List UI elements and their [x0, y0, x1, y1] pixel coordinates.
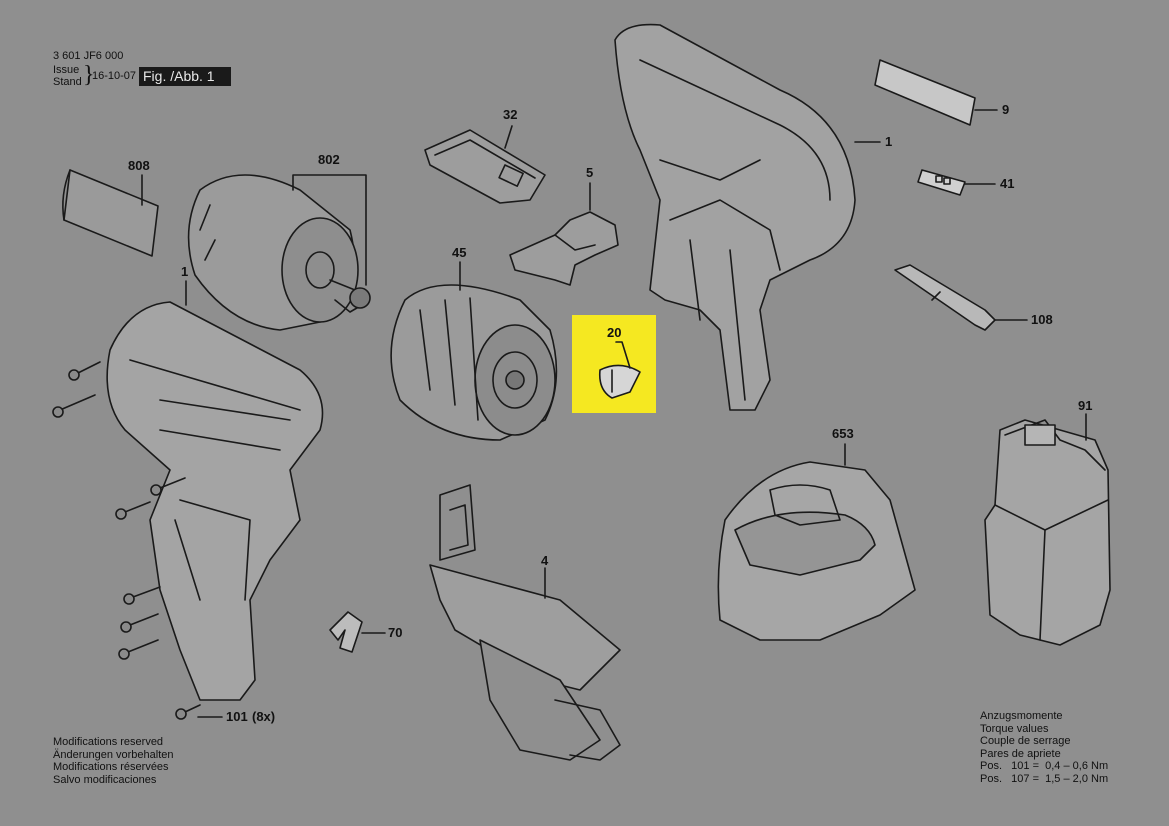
note-line: Modifications réservées [53, 761, 169, 773]
part-9-label: 9 [1002, 102, 1010, 117]
torque-pos-101: Pos. 101 = 0,4 – 0,6 Nm [980, 760, 1109, 772]
stand-label: Stand [53, 76, 82, 88]
torque-pos-107: Pos. 107 = 1,5 – 2,0 Nm [980, 772, 1109, 785]
label-sheet-808 [62, 169, 159, 257]
battery-91 [984, 413, 1111, 646]
part-32-label: 32 [503, 107, 518, 122]
torque-line: Couple de serrage [980, 735, 1071, 747]
part-41-label: 41 [1000, 176, 1015, 191]
torque-line: Pares de apriete [980, 747, 1061, 760]
note-line: Salvo modificaciones [53, 773, 157, 786]
label-41 [917, 169, 996, 196]
note-line: Änderungen vorbehalten [53, 748, 174, 761]
electronic-module-4 [429, 484, 621, 761]
screwdriver-bit-108 [894, 264, 1028, 331]
switch-32 [424, 125, 546, 204]
part-1-right-label: 1 [885, 134, 893, 149]
issue-date: 16-10-07 [92, 70, 137, 82]
label-9 [874, 59, 998, 126]
model-number: 3 601 JF6 000 [53, 50, 124, 62]
part-808-label: 808 [128, 158, 150, 173]
part-802-label: 802 [318, 152, 340, 167]
modification-notes: Modifications reserved Änderungen vorbeh… [53, 736, 173, 786]
note-line: Modifications reserved [53, 736, 164, 748]
part-653-label: 653 [832, 426, 854, 441]
brace-icon: } [83, 62, 95, 88]
issue-label: Issue [53, 64, 80, 76]
part-4-label: 4 [541, 553, 549, 568]
spring-clip-70 [329, 611, 386, 653]
part-20-label[interactable]: 20 [607, 325, 622, 340]
motor-802 [187, 174, 371, 331]
figure-label: Fig. /Abb. 1 [139, 67, 231, 86]
torque-line: Torque values [980, 722, 1049, 735]
charger-653 [717, 443, 916, 641]
part-5-label: 5 [586, 165, 594, 180]
part-70-label: 70 [388, 625, 403, 640]
housing-right-1 [614, 23, 881, 411]
housing-left-1 [106, 280, 324, 701]
gearbox-45 [390, 261, 558, 441]
part-91-label: 91 [1078, 398, 1093, 413]
slider-5 [509, 182, 619, 286]
part-101-label: 101 [226, 709, 248, 724]
screws-101 [52, 361, 223, 720]
part-101-quantity: (8x) [252, 709, 276, 724]
clip-20 [598, 341, 641, 399]
part-1-left-label: 1 [181, 264, 189, 279]
torque-values: Anzugsmomente Torque values Couple de se… [980, 710, 1108, 785]
torque-line: Anzugsmomente [980, 710, 1063, 722]
part-108-label: 108 [1031, 312, 1053, 327]
part-45-label: 45 [452, 245, 467, 260]
